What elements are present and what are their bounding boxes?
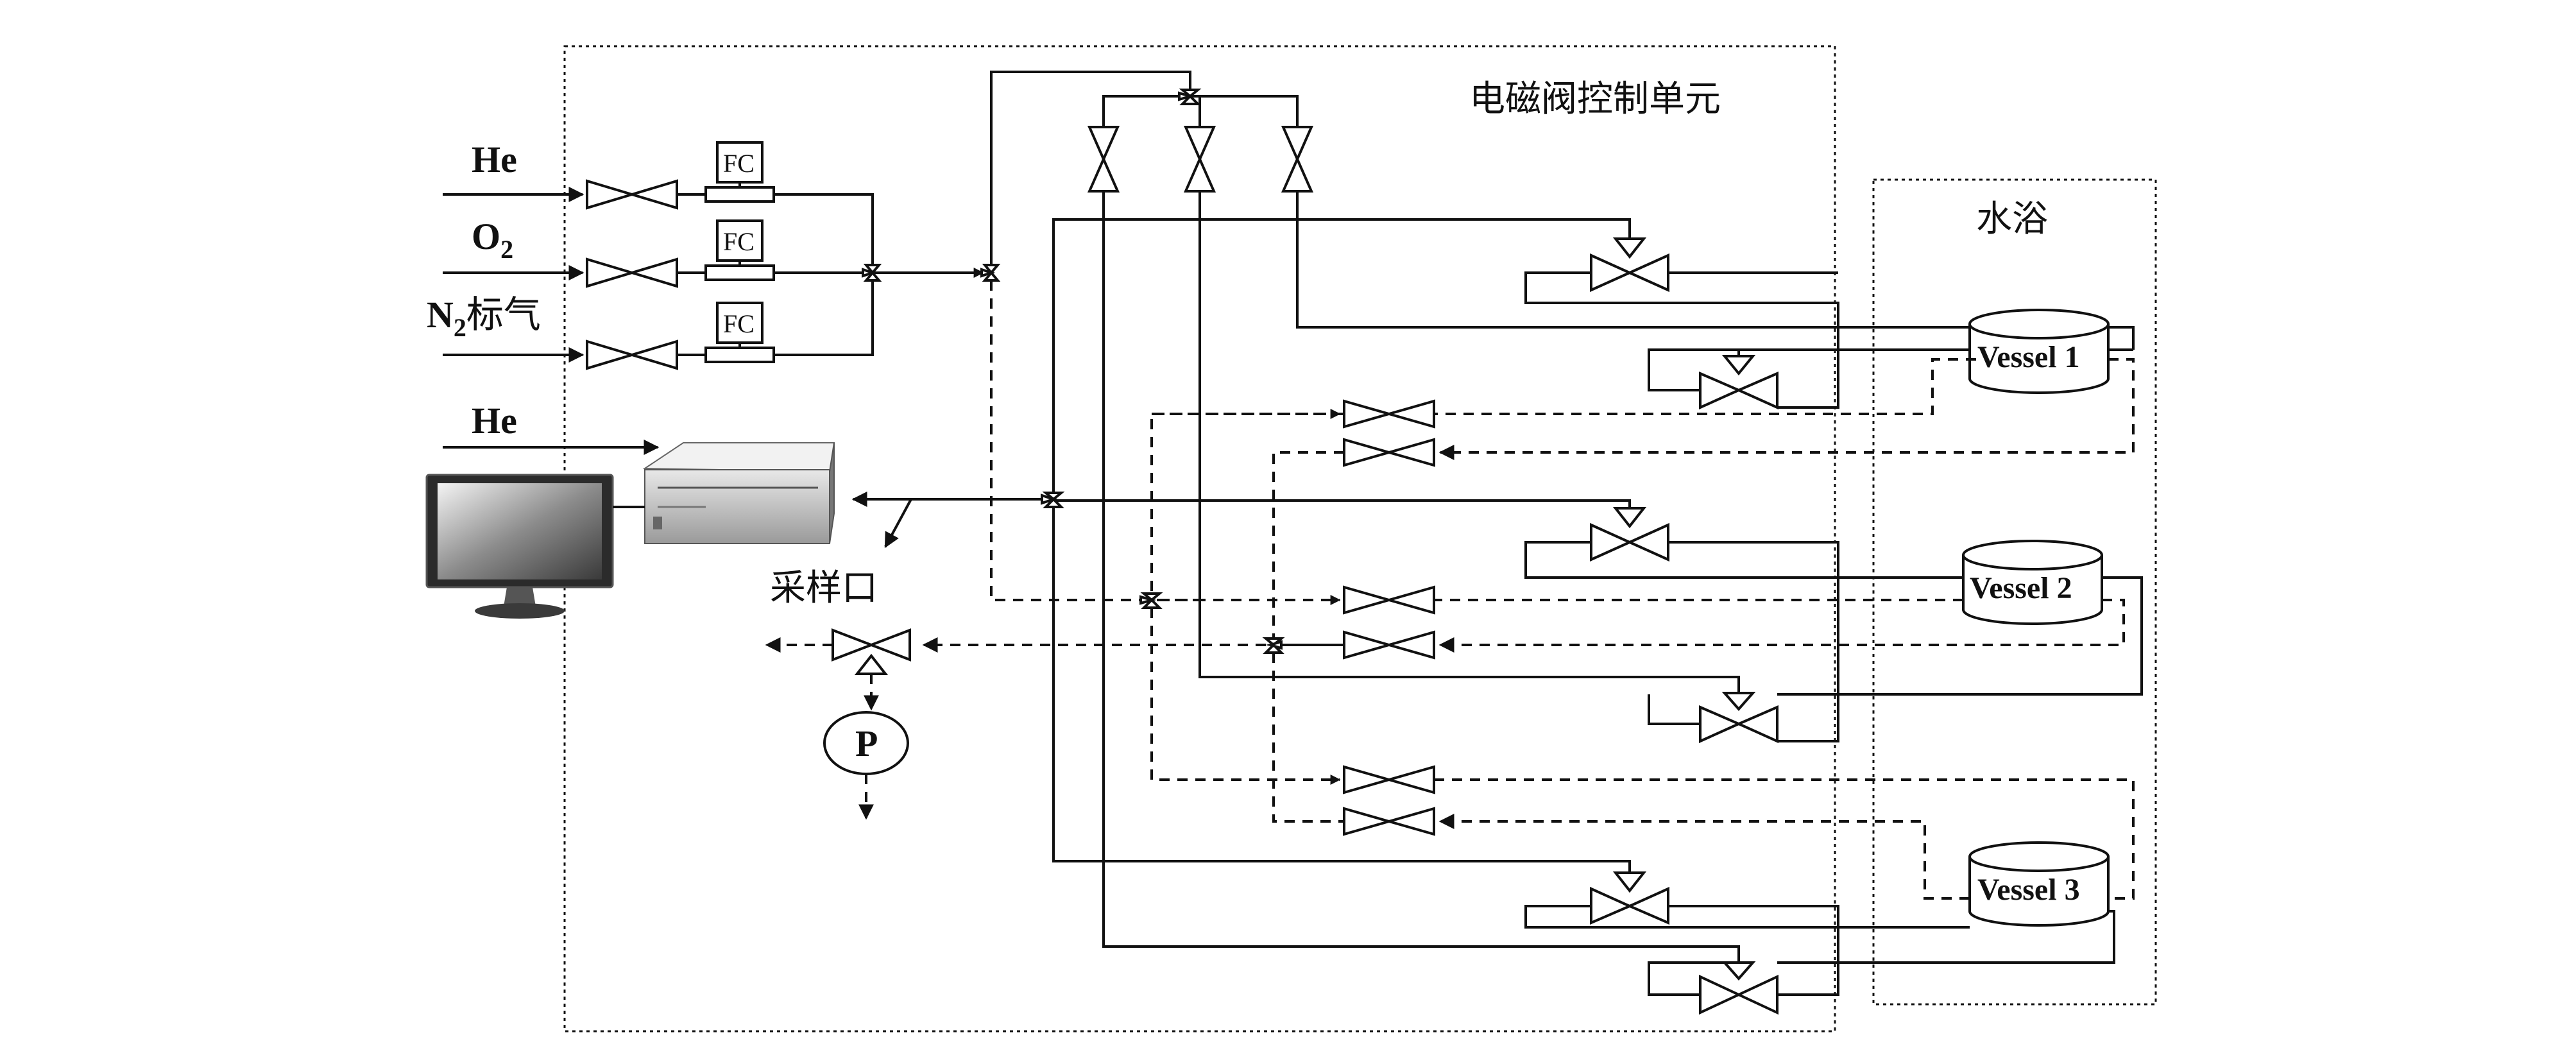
bowtie-valve-icon[interactable] (1343, 765, 1435, 794)
bowtie-valve-icon[interactable] (1343, 438, 1435, 467)
three-way-valve-icon[interactable] (1590, 871, 1669, 925)
vessel-cylinder-icon: Vessel 1 (1968, 309, 2110, 394)
gas-label-o2: O2 (472, 216, 513, 264)
three-way-valve-icon[interactable] (832, 628, 911, 675)
three-way-valve-icon[interactable] (1178, 89, 1202, 105)
flow-controller-icon: FC (704, 302, 775, 363)
pump-icon[interactable]: P (823, 711, 909, 775)
water-bath-boundary (1872, 178, 2157, 1006)
flow-controller-icon: FC (704, 219, 775, 281)
three-way-valve-icon[interactable] (1139, 592, 1163, 609)
bowtie-valve-icon[interactable] (586, 339, 678, 370)
bowtie-valve-icon[interactable] (1343, 585, 1435, 615)
three-way-valve-icon[interactable] (1590, 507, 1669, 562)
three-way-valve-icon[interactable] (1041, 492, 1065, 508)
three-way-valve-icon[interactable] (862, 264, 882, 282)
three-way-valve-icon[interactable] (1699, 961, 1778, 1015)
solenoid-unit-label: 电磁阀控制单元 (1469, 80, 1721, 119)
monitor-icon (425, 474, 614, 619)
three-way-valve-icon[interactable] (1699, 355, 1778, 410)
water-bath-label: 水浴 (1976, 200, 2048, 239)
bowtie-valve-icon[interactable] (1281, 126, 1314, 193)
pump-label: P (855, 723, 878, 764)
bowtie-valve-icon[interactable] (586, 179, 678, 210)
three-way-valve-icon[interactable] (980, 264, 1001, 282)
bowtie-valve-icon[interactable] (1343, 807, 1435, 836)
three-way-valve-icon[interactable] (1590, 237, 1669, 293)
sampling-port-label: 采样口 (770, 569, 878, 608)
vessel-cylinder-icon: Vessel 2 (1962, 540, 2103, 625)
three-way-valve-icon[interactable] (1262, 637, 1285, 654)
vessel-cylinder-icon: Vessel 3 (1968, 841, 2110, 927)
bowtie-valve-icon[interactable] (1343, 399, 1435, 429)
svg-text:FC: FC (723, 227, 755, 256)
gas-label-n2: N2标气 (427, 294, 541, 342)
flow-controller-icon: FC (704, 141, 775, 203)
gas-label-he-top: He (472, 139, 517, 180)
vessel-1-label: Vessel 1 (1977, 340, 2080, 374)
bowtie-valve-icon[interactable] (586, 257, 678, 288)
gc-instrument-icon (642, 442, 835, 544)
bowtie-valve-icon[interactable] (1087, 126, 1120, 193)
bowtie-valve-icon[interactable] (1343, 630, 1435, 660)
gas-label-he-gc: He (472, 400, 517, 442)
vessel-3-label: Vessel 3 (1977, 873, 2080, 907)
bowtie-valve-icon[interactable] (1183, 126, 1216, 193)
three-way-valve-icon[interactable] (1699, 692, 1778, 744)
svg-text:FC: FC (723, 309, 755, 338)
vessel-2-label: Vessel 2 (1970, 571, 2072, 605)
svg-text:FC: FC (723, 149, 755, 178)
